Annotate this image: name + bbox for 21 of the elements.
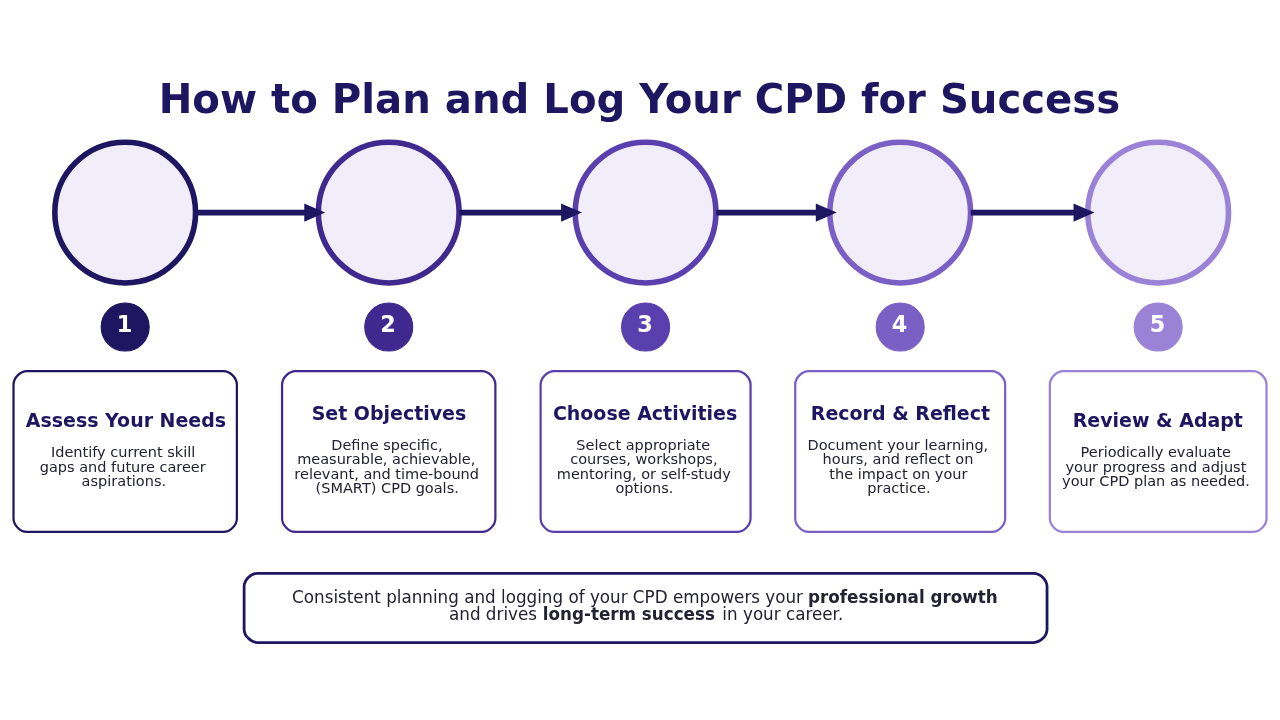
node-circle: 1	[100, 302, 150, 352]
node-circle	[52, 139, 199, 286]
node-circle: 5	[1133, 302, 1183, 352]
node-box: Consistent planning and logging of your CPD empowers your professional growth and drives long-term success in your career.	[242, 571, 1049, 644]
node-circle	[827, 139, 974, 286]
arrow	[195, 203, 326, 222]
node-circle	[1085, 139, 1232, 286]
node-box: Record & Reflect Document your learning, hours, and reflect on the impact on your practice.	[794, 370, 1007, 534]
node-circle: 4	[875, 302, 925, 352]
node-box: Choose Activities Select appropriate courses, workshops, mentoring, or self-study options.	[539, 370, 752, 534]
arrow	[716, 203, 837, 222]
node-box: Review & Adapt Periodically evaluate your progress and adjust your CPD plan as needed.	[1048, 370, 1268, 534]
node-circle: 2	[364, 302, 414, 352]
node-box: Assess Your Needs Identify current skill gaps and future career aspirations.	[12, 370, 238, 534]
node-circle	[315, 139, 462, 286]
node-circle: 3	[621, 302, 671, 352]
node-circle	[572, 139, 719, 286]
arrow	[970, 203, 1095, 222]
node-box: Set Objectives Define specific, measurable, achievable, relevant, and time-bound (SMART) CPD goals.	[280, 370, 497, 534]
arrow	[459, 203, 583, 222]
diagram-title: How to Plan and Log Your CPD for Success	[158, 75, 1121, 122]
